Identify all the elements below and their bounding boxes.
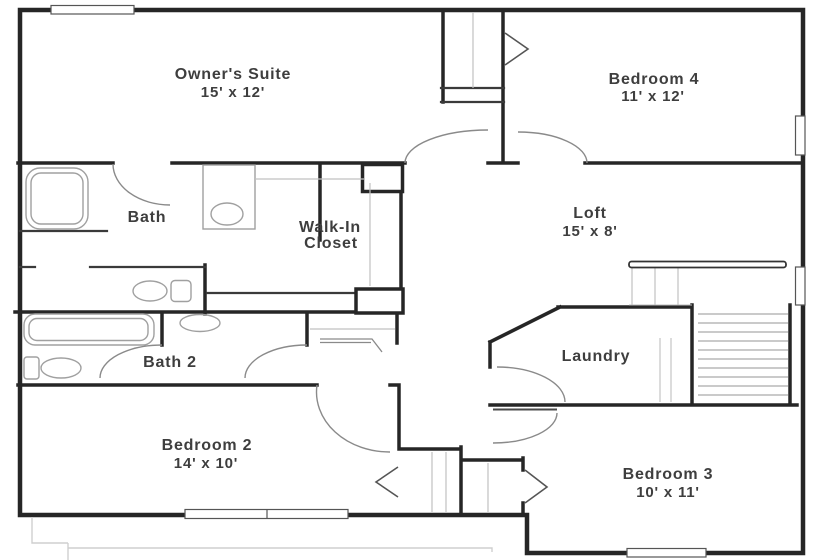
label-owners-suite-dims: 15' x 12' [201, 84, 265, 101]
label-bedroom3: Bedroom 3 [623, 466, 714, 483]
door-arc-bedroom4 [517, 131, 588, 164]
windows [50, 4, 806, 558]
vanity-sink-icon [202, 164, 256, 230]
window-bedroom4 [794, 115, 806, 156]
door-leaf-linen-closet [320, 338, 383, 353]
door-arc-bath [112, 163, 171, 206]
closet-door-chevron-bedroom3 [524, 469, 549, 504]
label-bedroom2: Bedroom 2 [162, 437, 253, 454]
label-bedroom4-dims: 11' x 12' [621, 88, 685, 105]
shower-icon [25, 167, 89, 230]
label-owners-suite: Owner's Suite [175, 66, 291, 83]
window-owners-suite [50, 4, 135, 15]
window-stairwell [794, 266, 806, 306]
toilet-icon [132, 279, 192, 303]
lower-floor-outline [31, 517, 493, 560]
label-bedroom3-dims: 10' x 11' [636, 484, 700, 501]
door-arc-bedroom2 [315, 384, 391, 453]
stair-landing-lines [629, 268, 692, 306]
closet-shelf-lines [255, 12, 489, 512]
label-bath: Bath [128, 209, 167, 226]
door-arc-owners-suite [404, 129, 489, 164]
label-laundry: Laundry [562, 348, 631, 365]
label-bedroom2-dims: 14' x 10' [174, 455, 238, 472]
label-bath2: Bath 2 [143, 354, 197, 371]
door-arc-bedroom3 [492, 412, 558, 444]
wall-block-lower [354, 287, 405, 315]
laundry-appliance-lines [659, 338, 672, 402]
stairs-icon [698, 313, 788, 396]
bathtub-icon [23, 313, 155, 346]
window-bedroom3 [626, 547, 707, 558]
label-walk-in-closet: Closet [304, 235, 358, 252]
label-loft-dims: 15' x 8' [562, 223, 617, 240]
sink2-icon [179, 313, 221, 333]
label-bedroom4: Bedroom 4 [609, 71, 700, 88]
label-loft: Loft [573, 205, 606, 222]
label-walk-in: Walk-In [299, 219, 361, 236]
toilet2-icon [23, 356, 82, 380]
door-arc-bath2-inner [99, 344, 163, 379]
closet-door-chevron-bedroom2 [374, 466, 399, 498]
door-arc-laundry [496, 366, 566, 403]
closet-door-chevron-bedroom4 [504, 32, 530, 66]
exterior-walls [17, 7, 806, 556]
door-arc-bath2-entry [244, 344, 308, 379]
wall-block-upper [360, 162, 405, 194]
partition-walls [18, 86, 506, 295]
interior-walls [13, 8, 803, 517]
railing [628, 260, 787, 269]
